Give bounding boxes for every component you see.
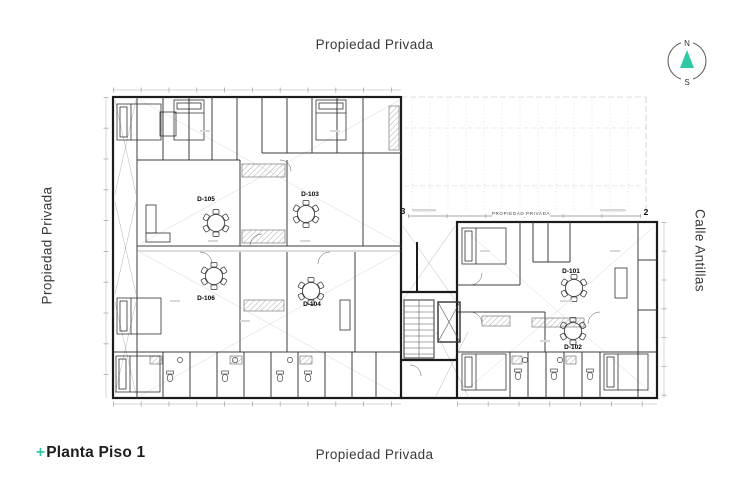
grid-marker-2: 2 bbox=[644, 207, 649, 217]
label-propiedad-privada-top: Propiedad Privada bbox=[315, 37, 434, 52]
boundary-label: PROPIEDAD PRIVADA bbox=[492, 211, 551, 216]
label-propiedad-privada-bottom: Propiedad Privada bbox=[315, 447, 434, 462]
unit-label-d-103: D-103 bbox=[301, 191, 319, 198]
interior-walls-right-wing bbox=[457, 222, 657, 398]
unit-label-d-105: D-105 bbox=[197, 196, 215, 203]
survey-grid bbox=[401, 96, 647, 215]
sheet-title: +Planta Piso 1 bbox=[36, 444, 145, 462]
kitchen-counters bbox=[149, 105, 585, 365]
unit-label-d-106: D-106 bbox=[197, 295, 215, 302]
plus-accent-icon: + bbox=[36, 444, 46, 461]
unit-labels: D-101 D-102 D-103 D-104 D-105 D-106 bbox=[197, 191, 582, 351]
micro-dimension-text bbox=[170, 130, 620, 342]
interior-walls-left-block bbox=[113, 97, 401, 398]
compass-south-label: S bbox=[684, 78, 689, 87]
dimension-lines bbox=[103, 87, 667, 407]
stair-elevator-core bbox=[403, 242, 461, 359]
outer-walls bbox=[111, 95, 659, 400]
boundary-line: PROPIEDAD PRIVADA 3 2 bbox=[401, 206, 649, 218]
void-cross-lines bbox=[114, 99, 469, 397]
sheet-title-text: Planta Piso 1 bbox=[46, 444, 146, 461]
door-swings bbox=[199, 159, 601, 377]
unit-label-d-104: D-104 bbox=[303, 301, 321, 308]
compass-north-label: N bbox=[684, 39, 690, 48]
unit-label-d-102: D-102 bbox=[564, 344, 582, 351]
compass-needle bbox=[680, 50, 694, 68]
unit-label-d-101: D-101 bbox=[562, 268, 580, 275]
grid-marker-3: 3 bbox=[401, 206, 406, 216]
furniture bbox=[115, 99, 649, 393]
north-compass-icon: N S bbox=[667, 36, 707, 87]
